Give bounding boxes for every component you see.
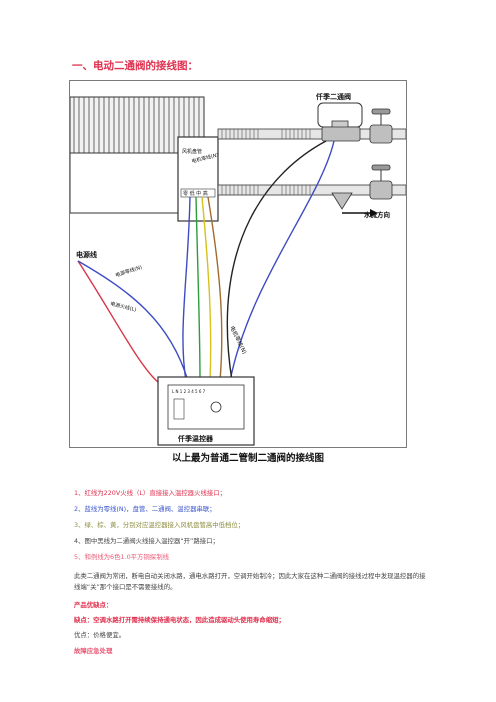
water-flow-arrow: 水流方向 — [342, 209, 391, 219]
low-speed-wire — [195, 196, 201, 382]
power-line-label: 电源线 — [76, 250, 97, 259]
fan-coil-fins — [70, 96, 205, 214]
fault-title: 故障应急处理 — [74, 647, 113, 655]
controller-label: 仟季温控器 — [177, 434, 214, 443]
note-item-1: 1、红线为220V火线（L）直接接入温控器火线接口； — [74, 489, 227, 497]
features-title: 产品优缺点： — [74, 601, 113, 609]
gate-valve-lower — [331, 164, 393, 210]
controller-terminals: L N 1 2 3 4 5 6 7 — [172, 389, 206, 394]
speed-terminals-label: 零 低 中 高 — [183, 190, 208, 197]
wiring-diagram-svg: 风机盘管 零 低 中 高 — [70, 92, 406, 446]
neutral-wire — [182, 196, 191, 382]
fan-coil-label: 风机盘管 — [182, 148, 202, 155]
power-live-label: 电源火线(L) — [110, 300, 138, 313]
wires — [77, 140, 335, 389]
wiring-diagram: 风机盘管 零 低 中 高 — [69, 80, 407, 448]
mid-speed-wire — [201, 196, 212, 382]
note-item-5: 5、和例线为6色1.0平方铜探制线 — [74, 553, 169, 561]
valve-label: 仟季二通阀 — [315, 92, 351, 101]
high-speed-wire — [207, 196, 223, 382]
power-live-wire — [77, 260, 183, 389]
pros-text: 优点：价格便宜。 — [74, 631, 126, 639]
note-item-2: 2、蓝线为零线(N)，盘管、二通阀、温控器串联； — [74, 505, 216, 513]
pipes — [217, 128, 406, 196]
note-item-4: 4、图中黑线为二通阀火线接入温控器“开”路接口； — [74, 537, 219, 545]
fan-coil-box: 风机盘管 零 低 中 高 — [177, 136, 219, 222]
power-neutral-wire — [77, 260, 189, 382]
cons-text: 缺点：空调水路打开需持续保持通电状态，因此造成驱动头使用寿命缩短； — [74, 616, 285, 624]
section-heading: 一、电动二通阀的接线图： — [72, 60, 198, 72]
water-flow-label: 水流方向 — [364, 210, 391, 219]
note-item-3: 3、绿、棕、黄，分别对应温控器接入风机盘管高中低档位； — [74, 521, 245, 529]
valve-live-wire — [226, 140, 327, 382]
diagram-caption: 以上最为普通二管制二通阀的接线图 — [171, 453, 324, 464]
power-neutral-label: 电源零线(N) — [114, 264, 142, 279]
two-way-valve: 仟季二通阀 — [315, 92, 363, 142]
valve-neutral-wire — [229, 140, 335, 382]
gate-valve-upper — [369, 108, 393, 144]
body-paragraph: 此类二通阀为常闭，断电自动关闭水路，通电水路打开，空调开始制冷；因此大家在这种二… — [74, 572, 426, 591]
thermostat-controller: L N 1 2 3 4 5 6 7 仟季温控器 — [157, 376, 255, 446]
